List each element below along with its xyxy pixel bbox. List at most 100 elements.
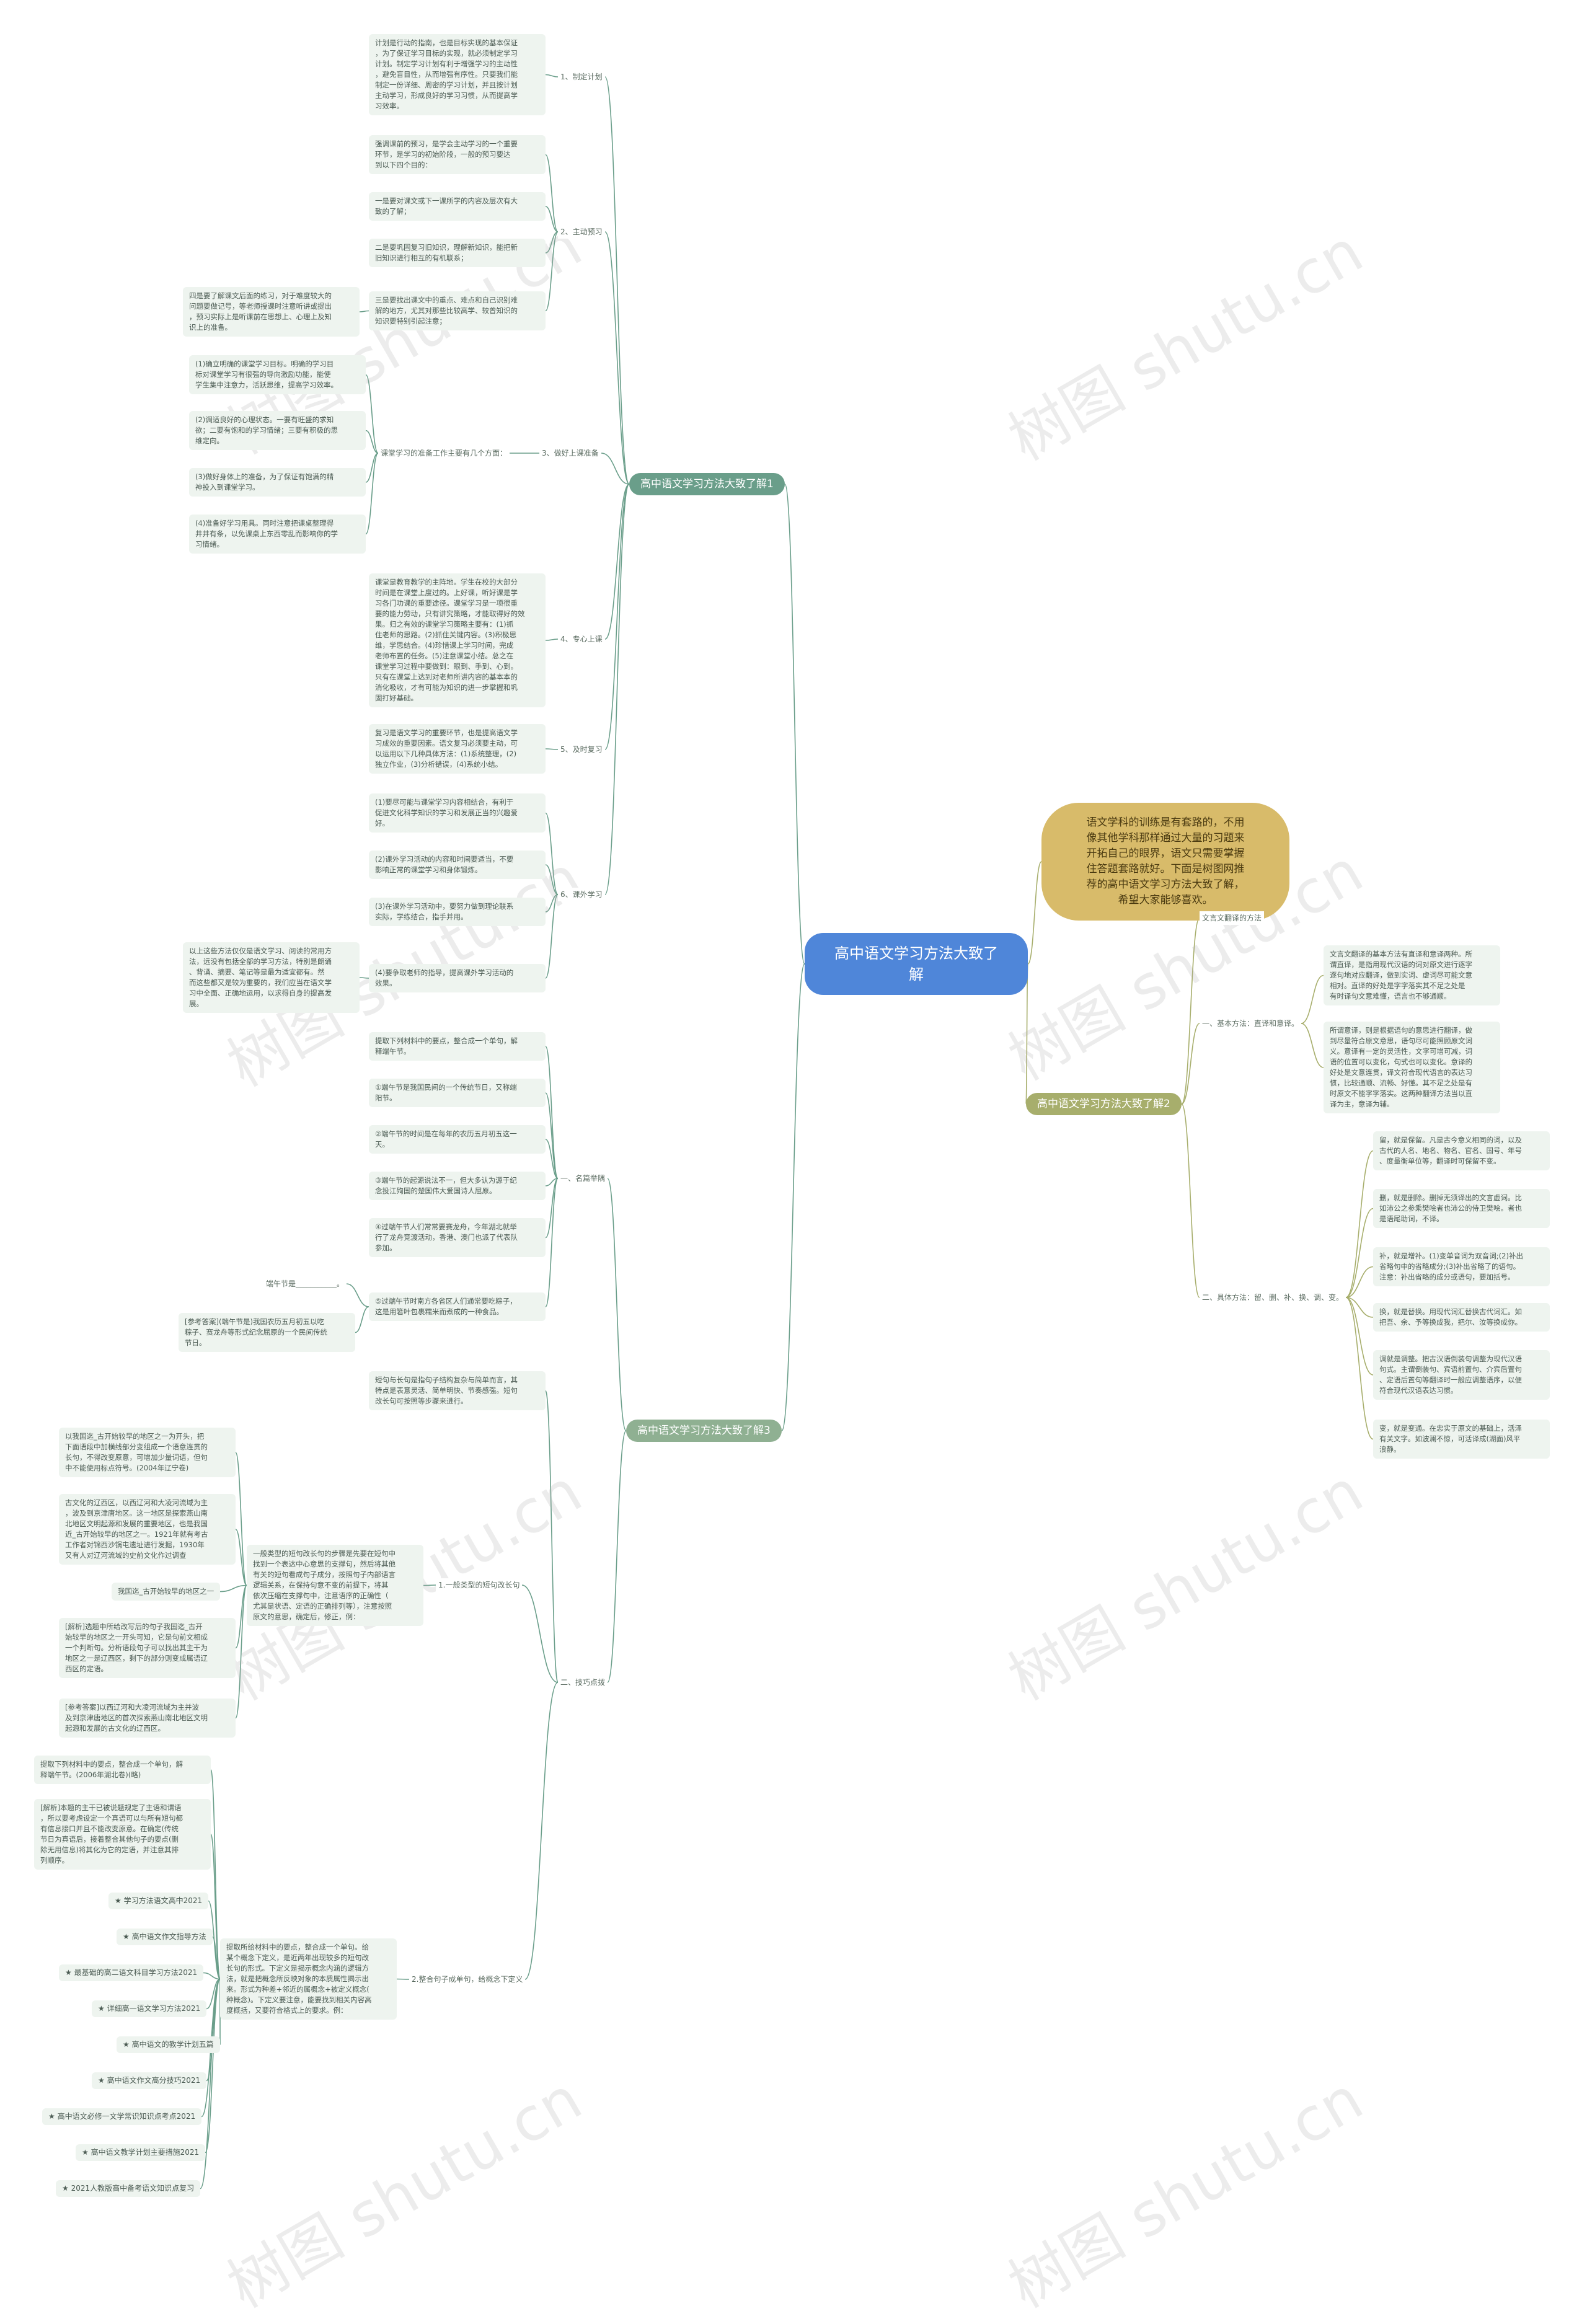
connector bbox=[545, 74, 559, 77]
connector bbox=[1345, 1150, 1374, 1298]
leaf-example-4: ④过端午节人们常常要赛龙舟，今年湖北就举 行了龙舟竞渡活动，香港、澳门也派了代表… bbox=[369, 1218, 546, 1257]
leaf-extra-summary: 以上这些方法仅仅是语文学习、阅读的常用方 法，远没有包括全部的学习方法，特别是朗… bbox=[183, 942, 360, 1013]
connector bbox=[212, 1936, 221, 1980]
connector bbox=[210, 1834, 221, 1980]
leaf-specific-delete: 删，就是删除。删掉无须译出的文言虚词。比 如沛公之参乘樊哙者也沛公的侍卫樊哙。者… bbox=[1373, 1189, 1550, 1228]
related-link[interactable]: ★ 高中语文的教学计划五篇 bbox=[117, 2036, 220, 2053]
leaf-specific-adapt: 变，就是变通。在忠实于原文的基础上，活泽 有关文字。如波澜不惊，可活译成(湖面)… bbox=[1373, 1420, 1550, 1459]
connector bbox=[545, 1178, 559, 1307]
connector bbox=[200, 1978, 221, 2189]
connector bbox=[1345, 1266, 1374, 1298]
leaf-example-prompt: 提取下列材料中的要点，整合成一个单句，解 释端午节。 bbox=[369, 1032, 546, 1061]
connector bbox=[604, 484, 630, 750]
connector bbox=[235, 1584, 247, 1719]
leaf-skills-intro: 短句与长句是指句子结构复杂与简单而言，其 特点是表意灵活、简单明快、节奏感强。短… bbox=[369, 1371, 546, 1410]
connector bbox=[545, 1092, 559, 1179]
leaf-basic-1: 文言文翻译的基本方法有直译和意译两种。所 谓直译，是指用现代汉语的词对原文进行逐… bbox=[1324, 945, 1500, 1005]
connector bbox=[219, 1584, 247, 1593]
connector bbox=[423, 1584, 436, 1586]
connector bbox=[604, 484, 630, 895]
leaf-class-prep-4: (4)准备好学习用具。同时注意把课桌整理得 井井有条，以免课桌上东西零乱而影响你… bbox=[189, 515, 366, 554]
connector bbox=[1181, 1023, 1200, 1105]
connector-lines bbox=[200, 74, 1374, 2189]
leaf-short-to-long-2: 古文化的辽西区，以西辽河和大凌河流域为主 ，波及到京津唐地区。这一地区是探索燕山… bbox=[59, 1494, 236, 1565]
leaf-short-to-long-5: [参考答案]以西辽河和大凌河流域为主并波 及到京津唐地区的首次探索燕山南北地区文… bbox=[59, 1699, 236, 1738]
leaf-class-prep-2: (2)调适良好的心理状态。一要有旺盛的求知 欲；二要有饱和的学习情绪；三要有积极… bbox=[189, 411, 366, 450]
connector bbox=[604, 484, 630, 640]
leaf-short-to-long-4: [解析]选题中所给改写后的句子我国迄_古开 始较早的地区之一开头可知，它是句前文… bbox=[59, 1618, 236, 1678]
connector bbox=[545, 864, 559, 895]
branch-3[interactable]: 高中语文学习方法大致了解3 bbox=[626, 1420, 782, 1442]
connector bbox=[1301, 974, 1324, 1024]
related-link[interactable]: ★ 2021人教版高中备考语文知识点复习 bbox=[56, 2180, 201, 2197]
connector bbox=[365, 453, 379, 535]
connector bbox=[545, 1390, 559, 1683]
connector bbox=[545, 894, 559, 912]
example-fill-blank: 端午节是___________。 bbox=[263, 1277, 347, 1291]
leaf-review-text: 复习是语文学习的重要环节，也是提高语文学 习成效的重要因素。语文复习必须要主动，… bbox=[369, 724, 546, 774]
connector bbox=[206, 1978, 221, 2010]
connector bbox=[203, 1972, 221, 1980]
subtopic-focus[interactable]: 4、专心上课 bbox=[558, 632, 605, 646]
connector bbox=[781, 963, 805, 1431]
connector bbox=[1345, 1297, 1374, 1376]
leaf-extra-1: (1)要尽可能与课堂学习内容相结合，有利于 促进文化科学知识的学习和发展正当的兴… bbox=[369, 793, 546, 833]
method-specific[interactable]: 二、具体方法：留、删、补、换、调、变。 bbox=[1200, 1291, 1346, 1304]
connector bbox=[604, 231, 630, 485]
leaf-short-to-long-method: 一般类型的短句改长句的步骤是先要在短句中 找到一个表达中心意思的支撑句，然后将其… bbox=[247, 1545, 423, 1626]
subtopic-preview[interactable]: 2、主动预习 bbox=[558, 225, 605, 239]
skill-definition[interactable]: 2.整合句子成单句，给概念下定义 bbox=[409, 1973, 526, 1986]
root-topic[interactable]: 高中语文学习方法大致了 解 bbox=[805, 933, 1028, 995]
connector bbox=[235, 1452, 247, 1586]
connector bbox=[1025, 963, 1028, 1105]
subtopic-class-prep[interactable]: 3、做好上课准备 bbox=[539, 446, 601, 460]
leaf-short-to-long-3: 我国迄_古开始较早的地区之一 bbox=[112, 1583, 221, 1601]
connector bbox=[365, 453, 379, 483]
related-link[interactable]: ★ 高中语文作文高分技巧2021 bbox=[92, 2072, 207, 2089]
leaf-basic-2: 所谓意译，则是根据语句的意思进行翻译，做 到尽量符合原文意思，语句尽可能照顾原文… bbox=[1324, 1022, 1500, 1113]
leaf-extra-2: (2)课外学习活动的内容和时间要适当，不要 影响正常的课堂学习和身体锻炼。 bbox=[369, 851, 546, 879]
connector bbox=[545, 812, 559, 895]
related-link[interactable]: ★ 学习方法语文高中2021 bbox=[108, 1893, 209, 1909]
connector bbox=[607, 1178, 627, 1431]
connector bbox=[601, 453, 630, 485]
section-famous-examples[interactable]: 一、名篇举隅 bbox=[558, 1172, 608, 1185]
connector bbox=[205, 1978, 221, 2154]
related-link[interactable]: ★ 高中语文教学计划主要措施2021 bbox=[76, 2144, 206, 2161]
branch-1[interactable]: 高中语文学习方法大致了解1 bbox=[629, 473, 785, 495]
section-skills[interactable]: 二、技巧点拨 bbox=[558, 1676, 608, 1689]
classical-translation-title: 文言文翻译的方法 bbox=[1200, 911, 1265, 925]
leaf-preview-4: 三是要找出课文中的重点、难点和自己识别难 解的地方，尤其对那些比较高学、较曾知识… bbox=[369, 291, 546, 330]
related-link[interactable]: ★ 详细高一语文学习方法2021 bbox=[92, 2000, 207, 2017]
subtopic-extracurricular[interactable]: 6、课外学习 bbox=[558, 888, 605, 901]
leaf-example-5: ⑤过端午节时南方各省区人们通常要吃粽子， 这是用箬叶包裹糯米而煮成的一种食品。 bbox=[369, 1292, 546, 1321]
leaf-definition-1: 提取下列材料中的要点，整合成一个单句，解 释端午节。(2006年湖北卷)(略) bbox=[34, 1756, 211, 1784]
class-prep-mid: 课堂学习的准备工作主要有几个方面： bbox=[378, 446, 510, 460]
leaf-preview-extra: 四是要了解课文后面的练习，对于难度较大的 问题要做记号，等老师授课时注意听讲或提… bbox=[183, 287, 360, 337]
connector bbox=[1181, 1103, 1200, 1298]
subtopic-plan[interactable]: 1、制定计划 bbox=[558, 70, 605, 84]
leaf-example-1: ①端午节是我国民间的一个传统节日，又称端 阳节。 bbox=[369, 1079, 546, 1107]
connector bbox=[607, 1430, 627, 1683]
leaf-definition-method: 提取所给材料中的要点，整合成一个单句。给 某个概念下定义，是近两年出现较多的短句… bbox=[220, 1938, 397, 2020]
leaf-specific-add: 补，就是增补。(1)变单音词为双音词;(2)补出 省略句中的省略成分;(3)补出… bbox=[1373, 1247, 1550, 1286]
connector bbox=[545, 206, 559, 232]
leaf-class-prep-1: (1)确立明确的课堂学习目标。明确的学习目 标对课堂学习有很强的导向激励功能，能… bbox=[189, 355, 366, 394]
connector bbox=[1345, 1208, 1374, 1298]
related-link[interactable]: ★ 高中语文必修一文学常识知识点考点2021 bbox=[42, 2108, 202, 2125]
skill-short-to-long[interactable]: 1.一般类型的短句改长句 bbox=[436, 1578, 523, 1592]
related-link[interactable]: ★ 高中语文作文指导方法 bbox=[117, 1929, 213, 1945]
method-basic[interactable]: 一、基本方法：直译和意译。 bbox=[1200, 1017, 1302, 1030]
connector bbox=[1345, 1297, 1374, 1440]
related-link[interactable]: ★ 最基础的高二语文科目学习方法2021 bbox=[59, 1964, 204, 1981]
subtopic-review[interactable]: 5、及时复习 bbox=[558, 743, 605, 756]
connector bbox=[355, 1306, 369, 1333]
connector bbox=[1181, 917, 1200, 1105]
leaf-focus-text: 课堂是教育教学的主阵地。学生在校的大部分 时间是在课堂上度过的。上好课，听好课是… bbox=[369, 573, 546, 707]
leaf-preview-2: 一是要对课文或下一课所学的内容及层次有大 致的了解； bbox=[369, 192, 546, 221]
branch-2[interactable]: 高中语文学习方法大致了解2 bbox=[1026, 1093, 1182, 1115]
connector bbox=[545, 894, 559, 979]
intro-summary[interactable]: 语文学科的训练是有套路的，不用 像其他学科那样通过大量的习题来 开拓自己的眼界，… bbox=[1041, 803, 1289, 921]
leaf-example-3: ③端午节的起源说法不一，但大多认为源于纪 念投江殉国的楚国伟大爱国诗人屈原。 bbox=[369, 1172, 546, 1200]
leaf-specific-keep: 留，就是保留。凡是古今意义相同的词，以及 古代的人名、地名、物名、官名、国号、年… bbox=[1373, 1131, 1550, 1170]
